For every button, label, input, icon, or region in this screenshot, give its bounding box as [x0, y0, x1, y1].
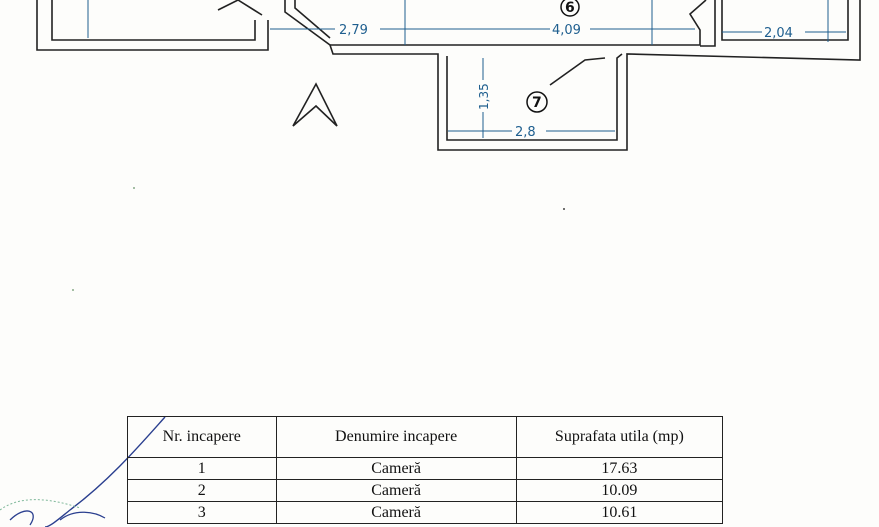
header-name: Denumire incapere — [275, 416, 517, 458]
north-arrow-icon — [292, 82, 338, 127]
room-number-6: 6 — [565, 0, 575, 16]
table-header-row: Nr. incapere Denumire incapere Suprafata… — [127, 416, 724, 458]
cell-nr: 3 — [127, 501, 277, 524]
cell-area: 10.61 — [515, 501, 724, 524]
scan-dot — [563, 208, 565, 210]
room-number-7: 7 — [532, 95, 542, 111]
cell-area: 17.63 — [515, 457, 724, 480]
cell-nr: 1 — [127, 457, 277, 480]
rooms-table: Nr. incapere Denumire incapere Suprafata… — [127, 416, 724, 524]
table-row: 2 Cameră 10.09 — [127, 479, 724, 502]
dim-2-04: 2,04 — [764, 26, 793, 41]
dim-2-79: 2,79 — [339, 23, 368, 38]
dimension-lines — [87, 0, 846, 138]
walls — [36, 0, 861, 151]
scan-dot — [72, 289, 74, 291]
dim-2-8: 2,8 — [515, 125, 536, 140]
cell-nr: 2 — [127, 479, 277, 502]
stamp-fragment — [0, 499, 106, 526]
room-marker-7: 7 — [526, 91, 548, 113]
dim-4-09: 4,09 — [552, 23, 581, 38]
scan-dot — [133, 187, 135, 189]
cell-area: 10.09 — [515, 479, 724, 502]
cell-name: Cameră — [275, 479, 517, 502]
cell-name: Cameră — [275, 501, 517, 524]
table-row: 1 Cameră 17.63 — [127, 457, 724, 480]
table-row: 3 Cameră 10.61 — [127, 501, 724, 524]
header-nr: Nr. incapere — [127, 416, 277, 458]
dim-1-35: 1,35 — [477, 83, 491, 110]
header-area: Suprafata utila (mp) — [515, 416, 724, 458]
room-marker-6: 6 — [560, 0, 580, 17]
cell-name: Cameră — [275, 457, 517, 480]
